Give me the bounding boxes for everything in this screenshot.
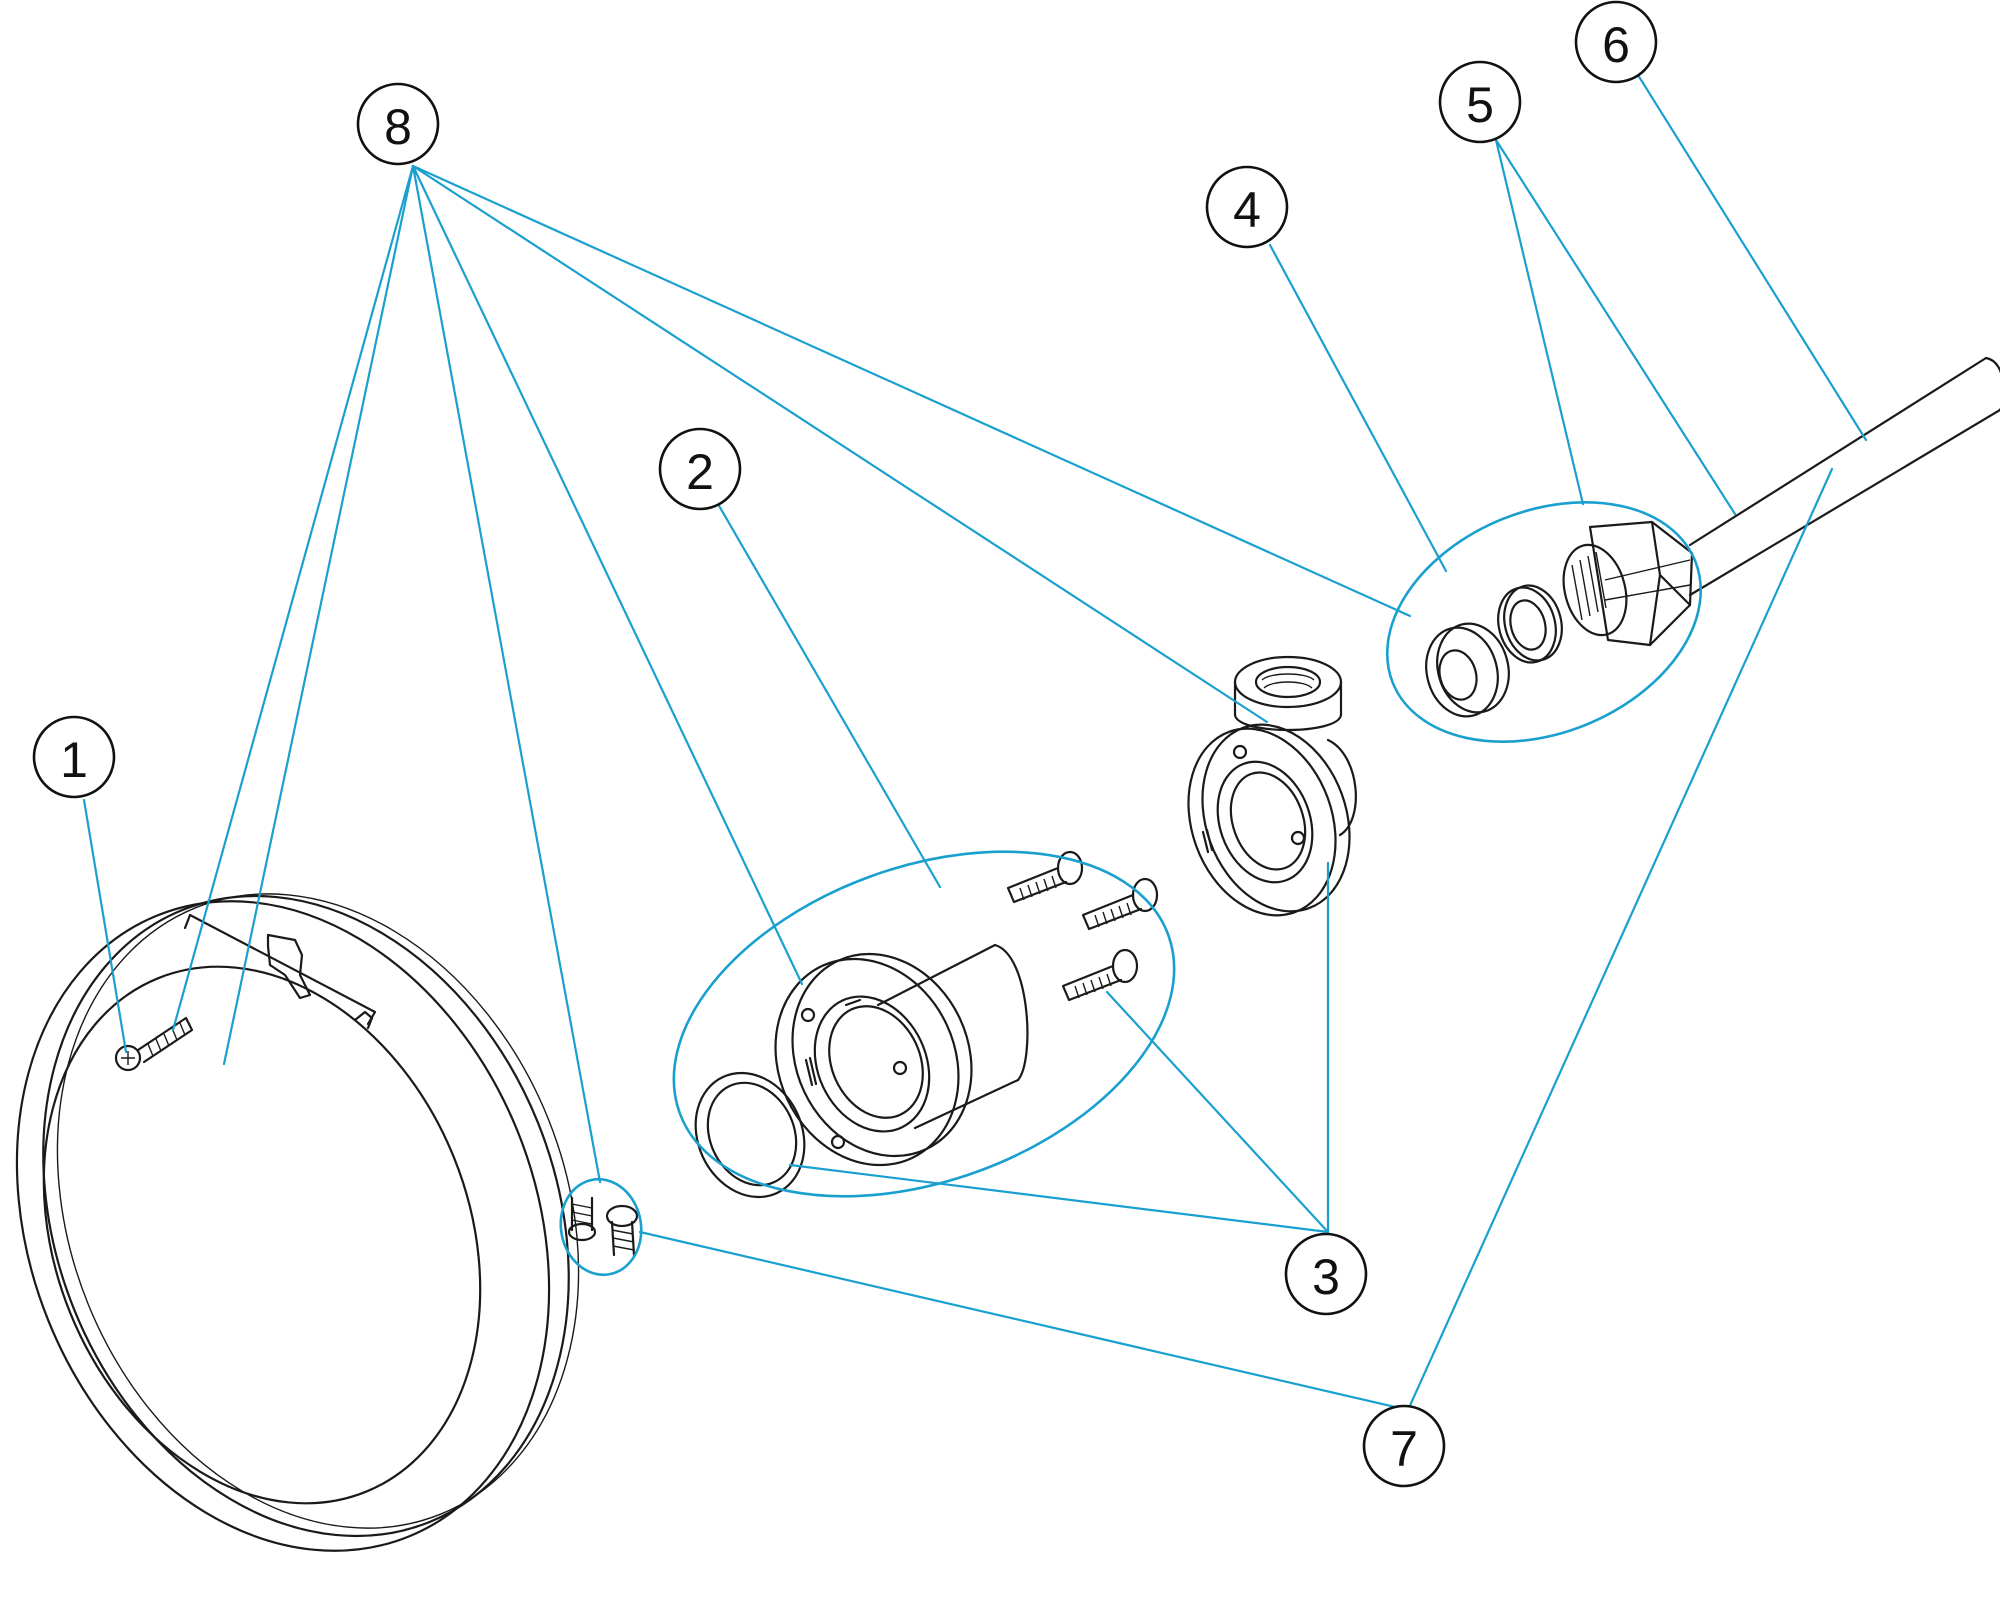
- callout-7-label: 7: [1390, 1421, 1418, 1477]
- callout-1: 1: [32, 715, 116, 799]
- group-ring-gland: [1385, 501, 1703, 743]
- leader-lines: [82, 73, 1868, 1412]
- screw-pair: [567, 1196, 639, 1257]
- callout-8-label: 8: [384, 99, 412, 155]
- group-ring-housing: [672, 850, 1176, 1198]
- callout-6-label: 6: [1602, 17, 1630, 73]
- callout-1-label: 1: [60, 732, 88, 788]
- lamp-face-plate: [15, 893, 580, 1552]
- callout-3: 3: [1284, 1232, 1368, 1316]
- callout-3-label: 3: [1312, 1249, 1340, 1305]
- callout-6: 6: [1574, 0, 1658, 84]
- callout-8: 8: [356, 82, 440, 166]
- group-ring-screw-pair: [559, 1177, 643, 1277]
- cable: [1604, 356, 2000, 601]
- callout-4: 4: [1205, 165, 1289, 249]
- long-screws: [1006, 850, 1159, 1002]
- mounting-housing: [694, 943, 1029, 1199]
- cable-gland-set: [1425, 520, 1694, 718]
- callout-2-label: 2: [686, 444, 714, 500]
- face-plate-screw: [114, 1016, 194, 1072]
- callout-2: 2: [658, 427, 742, 511]
- callout-4-label: 4: [1233, 182, 1261, 238]
- elbow-connector: [1187, 655, 1357, 917]
- callout-7: 7: [1362, 1404, 1446, 1488]
- callout-5-label: 5: [1466, 77, 1494, 133]
- callout-5: 5: [1438, 60, 1522, 144]
